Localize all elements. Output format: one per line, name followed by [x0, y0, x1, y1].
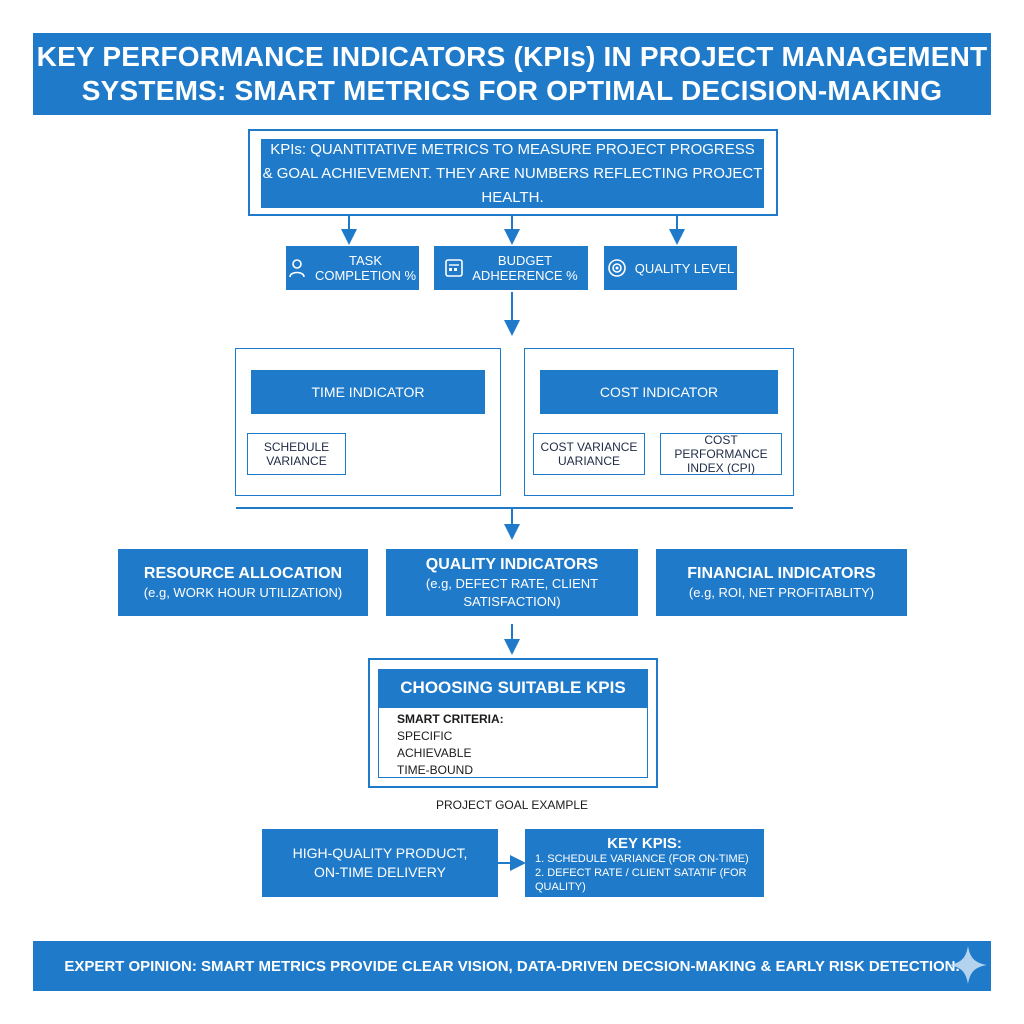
key-kpi-item-2: 2. DEFECT RATE / CLIENT SATATIF (FOR QUA… [535, 867, 747, 893]
cost-variance-box: COST VARIANCE UARIANCE [533, 433, 645, 475]
category-resource-title: RESOURCE ALLOCATION [143, 564, 343, 582]
criteria-time-bound: TIME-BOUND [397, 763, 473, 777]
choosing-kpis-header: CHOOSING SUITABLE KPIS [378, 669, 648, 707]
category-quality-example: (e.g, DEFECT RATE, CLIENT SATISFACTION) [425, 575, 599, 609]
category-quality-indicators: QUALITY INDICATORS (e.g, DEFECT RATE, CL… [386, 549, 638, 616]
category-quality-title: QUALITY INDICATORS [425, 555, 599, 573]
schedule-variance-line-1: SCHEDULE [263, 440, 330, 454]
category-resource-example: (e.g, WORK HOUR UTILIZATION) [143, 584, 343, 600]
kpi-card-budget-line-2: ADHEERENCE % [472, 268, 578, 283]
cost-variance-line-2: UARIANCE [557, 454, 620, 468]
definition-box: KPIs: QUANTITATIVE METRICS TO MEASURE PR… [261, 139, 764, 208]
sparkle-icon [949, 946, 987, 984]
quality-target-icon [607, 259, 626, 277]
cost-variance-line-1: COST VARIANCE [540, 440, 638, 454]
title-line-2: SYSTEMS: SMART METRICS FOR OPTIMAL DECIS… [81, 75, 943, 106]
definition-line-2: & GOAL ACHIEVEMENT. THEY ARE NUMBERS REF… [262, 164, 763, 206]
budget-calculator-icon [445, 259, 464, 277]
project-goal-line-1: HIGH-QUALITY PRODUCT, [292, 845, 468, 861]
expert-opinion-text: EXPERT OPINION: SMART METRICS PROVIDE CL… [64, 957, 960, 975]
key-kpis-box: KEY KPIS: 1. SCHEDULE VARIANCE (FOR ON-T… [525, 829, 764, 897]
project-goal-box: HIGH-QUALITY PRODUCT, ON-TIME DELIVERY [262, 829, 498, 897]
kpi-card-quality-line-1: QUALITY LEVEL [634, 260, 735, 276]
key-kpi-item-1: 1. SCHEDULE VARIANCE (FOR ON-TIME) [535, 853, 749, 865]
cpi-line-2: INDEX (CPI) [686, 461, 755, 475]
project-goal-line-2: ON-TIME DELIVERY [314, 864, 446, 880]
criteria-specific: SPECIFIC [397, 729, 453, 743]
category-resource-allocation: RESOURCE ALLOCATION (e.g, WORK HOUR UTIL… [118, 549, 368, 616]
cpi-line-1: COST PERFORMANCE [674, 433, 768, 461]
kpi-card-task-completion: TASK COMPLETION % [286, 246, 419, 290]
category-financial-indicators: FINANCIAL INDICATORS (e.g, ROI, NET PROF… [656, 549, 907, 616]
category-financial-title: FINANCIAL INDICATORS [687, 564, 876, 582]
kpi-card-task-line-1: TASK [349, 253, 382, 268]
schedule-variance-box: SCHEDULE VARIANCE [247, 433, 346, 475]
cost-indicator-header: COST INDICATOR [540, 370, 778, 414]
time-indicator-header: TIME INDICATOR [251, 370, 485, 414]
expert-opinion-footer: EXPERT OPINION: SMART METRICS PROVIDE CL… [33, 941, 991, 991]
project-goal-example-label: PROJECT GOAL EXAMPLE [435, 798, 589, 812]
smart-criteria-box: SMART CRITERIA: SPECIFIC ACHIEVABLE TIME… [378, 707, 648, 778]
title-line-1: KEY PERFORMANCE INDICATORS (KPIs) IN PRO… [36, 41, 988, 72]
schedule-variance-line-2: VARIANCE [266, 454, 327, 468]
definition-line-1: KPIs: QUANTITATIVE METRICS TO MEASURE PR… [270, 140, 755, 158]
key-kpis-header: KEY KPIS: [607, 835, 682, 852]
kpi-card-quality-level: QUALITY LEVEL [604, 246, 737, 290]
kpi-card-task-line-2: COMPLETION % [314, 268, 417, 283]
smart-criteria-title: SMART CRITERIA: [397, 712, 504, 726]
person-check-icon [289, 259, 305, 278]
criteria-achievable: ACHIEVABLE [397, 746, 472, 760]
category-financial-example: (e.g, ROI, NET PROFITABLITY) [688, 584, 875, 600]
title-banner: KEY PERFORMANCE INDICATORS (KPIs) IN PRO… [33, 33, 991, 115]
kpi-card-budget-line-1: BUDGET [497, 253, 553, 268]
cost-performance-index-box: COST PERFORMANCE INDEX (CPI) [660, 433, 782, 475]
kpi-card-budget-adherence: BUDGET ADHEERENCE % [434, 246, 588, 290]
